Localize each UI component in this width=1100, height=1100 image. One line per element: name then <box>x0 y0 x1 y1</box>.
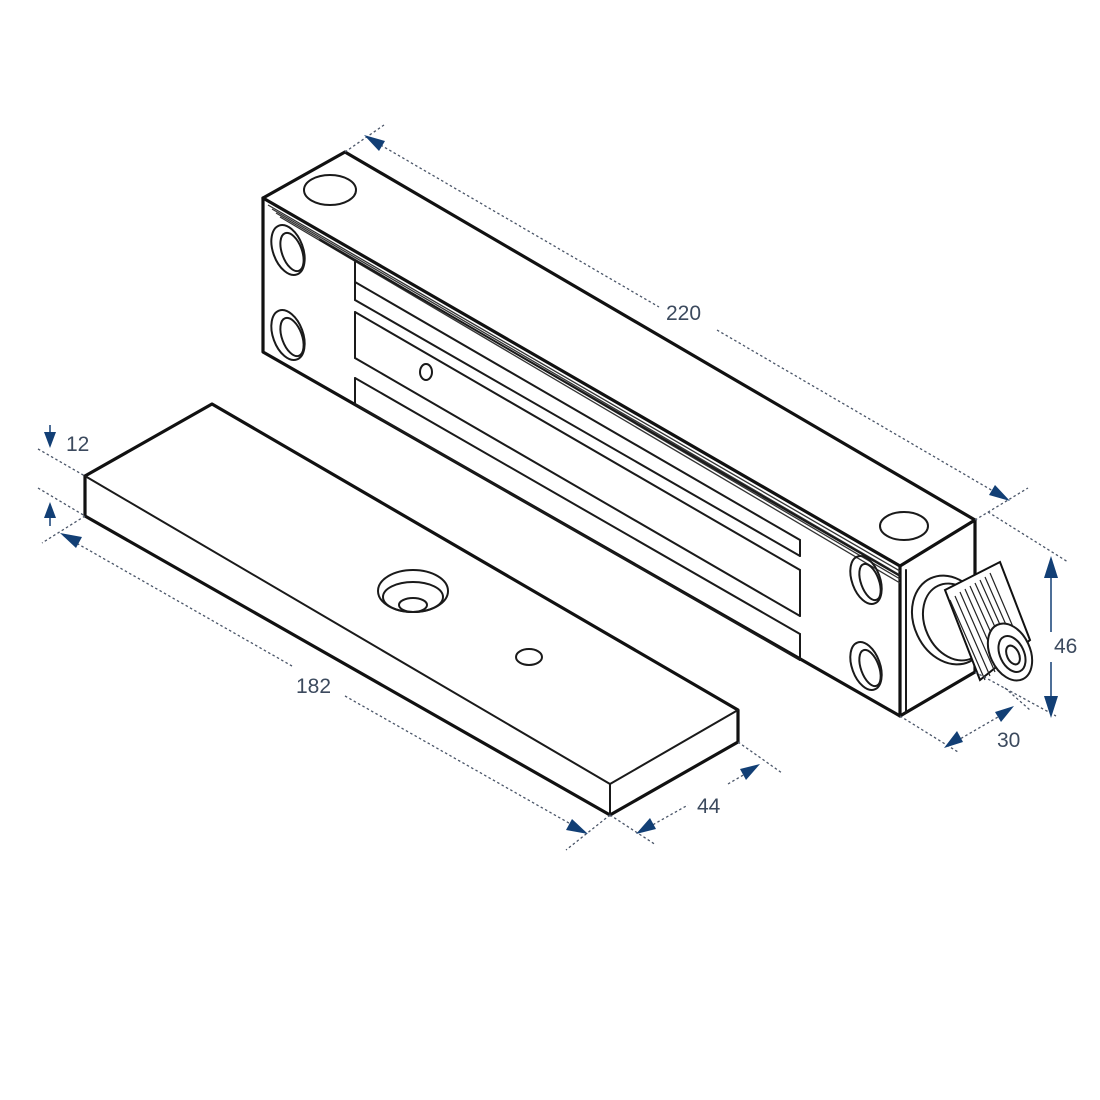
center-pin-hole-icon <box>419 363 433 381</box>
arrow-icon <box>566 819 588 834</box>
arrow-icon <box>636 818 656 834</box>
countersunk-hole-icon <box>377 569 449 613</box>
arrow-icon <box>944 731 963 748</box>
arrow-icon <box>989 485 1010 501</box>
arrow-icon <box>1044 696 1058 718</box>
dimension-30: 30 <box>899 687 1031 753</box>
arrow-icon <box>995 706 1014 722</box>
end-hole-right-bottom <box>849 641 883 691</box>
dimension-label-12: 12 <box>66 433 89 456</box>
dimension-label-182: 182 <box>296 675 331 698</box>
end-hole-left-bottom <box>270 309 306 361</box>
end-hole-left-top <box>270 224 306 276</box>
dimension-label-30: 30 <box>997 729 1020 752</box>
magnet-body <box>261 150 977 718</box>
dimension-label-220: 220 <box>666 302 701 325</box>
dimension-12: 12 <box>37 425 89 526</box>
cable-gland <box>911 560 1034 682</box>
mounting-hole-icon <box>879 511 929 541</box>
dimension-182: 182 <box>41 515 611 851</box>
arrow-icon <box>60 533 82 548</box>
dimension-label-46: 46 <box>1054 635 1077 658</box>
mounting-hole-icon <box>303 174 357 206</box>
arrow-icon <box>364 135 385 151</box>
pin-hole-icon <box>515 648 543 666</box>
dimension-44: 44 <box>609 741 783 846</box>
arrow-icon <box>740 764 760 780</box>
dimension-46: 46 <box>974 511 1077 718</box>
dimension-label-44: 44 <box>697 795 721 818</box>
dimension-220: 220 <box>344 124 1029 521</box>
arrow-icon <box>44 502 56 518</box>
arrow-icon <box>1044 556 1058 578</box>
end-hole-right-top <box>849 555 883 605</box>
arrow-icon <box>44 432 56 448</box>
